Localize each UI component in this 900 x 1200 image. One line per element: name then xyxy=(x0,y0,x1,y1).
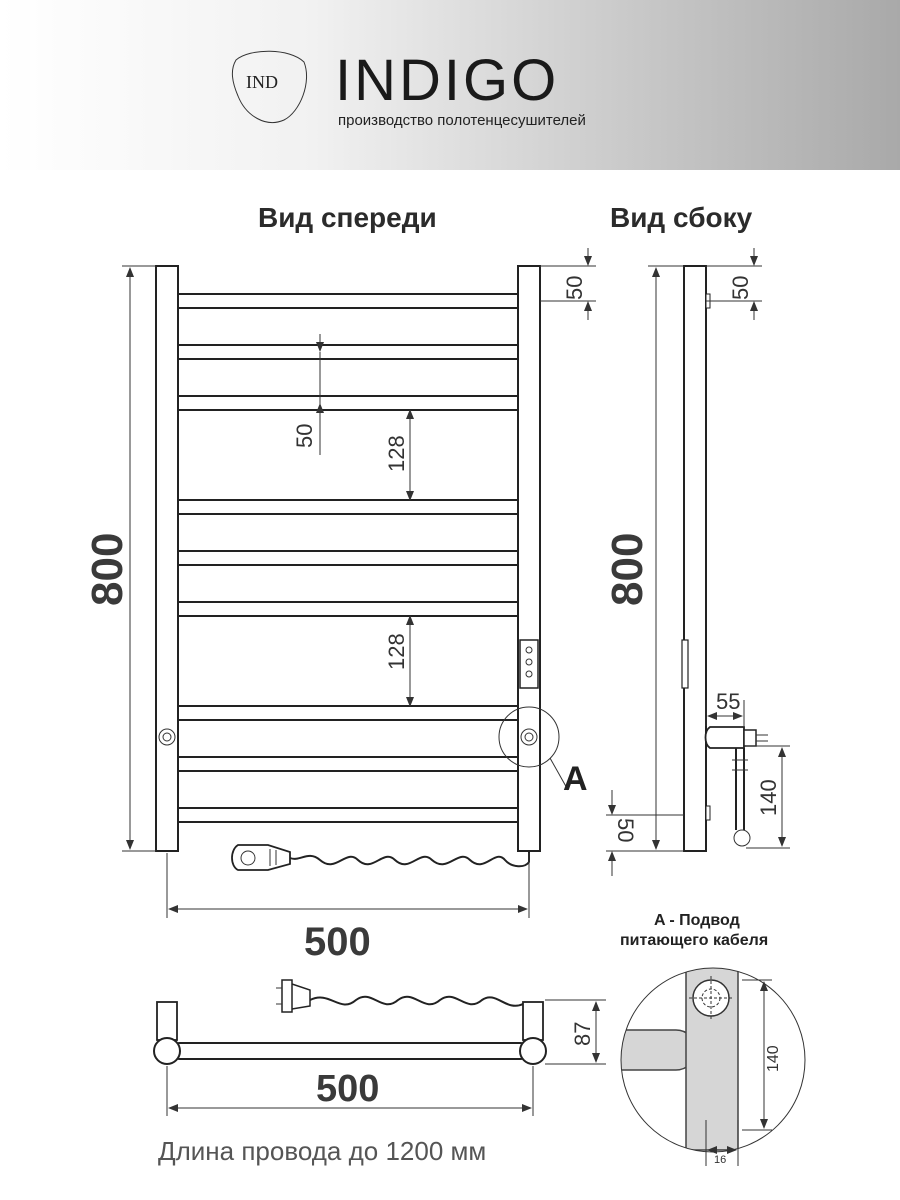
dim-front-width: 500 xyxy=(304,920,371,964)
detail-title-line1: A - Подвод xyxy=(654,912,740,929)
top-view xyxy=(153,979,547,1065)
dim-top-view-depth: 87 xyxy=(570,1022,595,1046)
mount-point-icon xyxy=(162,732,172,742)
header-banner xyxy=(0,0,900,170)
dim-detail-height: 140 xyxy=(765,1045,782,1072)
spiral-cable xyxy=(289,851,530,868)
side-view xyxy=(681,265,768,852)
dim-bar-gap: 50 xyxy=(292,424,317,448)
front-dimensions: 800 50 50 128 128 500 xyxy=(83,248,596,964)
dim-top-view-width: 500 xyxy=(316,1068,379,1110)
side-plug-icon xyxy=(743,729,757,747)
top-view-upright xyxy=(153,1037,181,1065)
detail-rail xyxy=(621,1029,697,1071)
top-view-plug-head xyxy=(281,979,293,1013)
dim-top-offset: 50 xyxy=(562,276,587,300)
cable-length-note: Длина провода до 1200 мм xyxy=(158,1136,486,1166)
dim-bar-spacing-lower: 128 xyxy=(384,633,409,670)
dim-bottom-offset: 50 xyxy=(613,818,638,842)
cable-entry-icon xyxy=(520,728,538,746)
detail-curve xyxy=(699,968,731,969)
side-view-title: Вид сбоку xyxy=(610,202,753,233)
rail-bar xyxy=(171,499,525,515)
brand-logo: IND xyxy=(231,50,308,123)
top-view-bracket xyxy=(522,1001,544,1041)
logo-mark: IND xyxy=(246,72,278,92)
side-bracket xyxy=(705,805,711,821)
front-view-title: Вид спереди xyxy=(258,202,437,233)
logo-shield-icon xyxy=(231,50,308,123)
dim-front-height: 800 xyxy=(83,533,132,606)
control-button-icon xyxy=(525,646,533,654)
brand-name: INDIGO xyxy=(335,48,559,113)
top-view-dimensions: 500 87 xyxy=(166,999,606,1116)
mount-point-icon xyxy=(158,728,176,746)
brand-tagline: производство полотенцесушителей xyxy=(338,112,586,129)
front-view: A xyxy=(155,265,588,871)
rail-bar xyxy=(171,705,525,721)
dim-detail-width: 16 xyxy=(714,1154,726,1166)
detail-title-line2: питающего кабеля xyxy=(620,932,768,949)
dim-side-depth: 55 xyxy=(716,689,740,714)
dim-cable-height: 140 xyxy=(756,779,781,816)
control-button-icon xyxy=(525,670,533,678)
side-connector xyxy=(704,726,745,749)
side-control-unit xyxy=(681,639,689,689)
cable-entry-icon xyxy=(524,732,534,742)
control-button-icon xyxy=(525,658,533,666)
top-view-spiral-cable xyxy=(309,995,524,1007)
left-upright xyxy=(155,265,179,852)
detail-a-circle xyxy=(498,706,560,768)
detail-a-leader xyxy=(549,757,569,791)
rail-bar xyxy=(171,550,525,566)
dim-side-height: 800 xyxy=(603,533,652,606)
rail-bar xyxy=(171,756,525,772)
rail-bar xyxy=(171,395,525,411)
rail-bar xyxy=(171,601,525,617)
side-mount-icon xyxy=(733,829,751,847)
side-upright xyxy=(683,265,707,852)
rail-bar xyxy=(171,807,525,823)
rail-bar xyxy=(171,293,525,309)
top-view-upright xyxy=(519,1037,547,1065)
detail-a-view: 140 16 xyxy=(620,967,806,1166)
plug-face-icon xyxy=(240,850,256,866)
top-view-bracket xyxy=(156,1001,178,1041)
top-view-rail xyxy=(171,1042,529,1060)
right-upright xyxy=(517,265,541,852)
dim-side-top-offset: 50 xyxy=(728,276,753,300)
detail-a-marker: A xyxy=(563,760,588,798)
rail-bar xyxy=(171,344,525,360)
control-unit xyxy=(519,639,539,689)
side-dimensions: 800 50 55 140 50 xyxy=(603,248,790,876)
dim-bar-spacing-upper: 128 xyxy=(384,435,409,472)
